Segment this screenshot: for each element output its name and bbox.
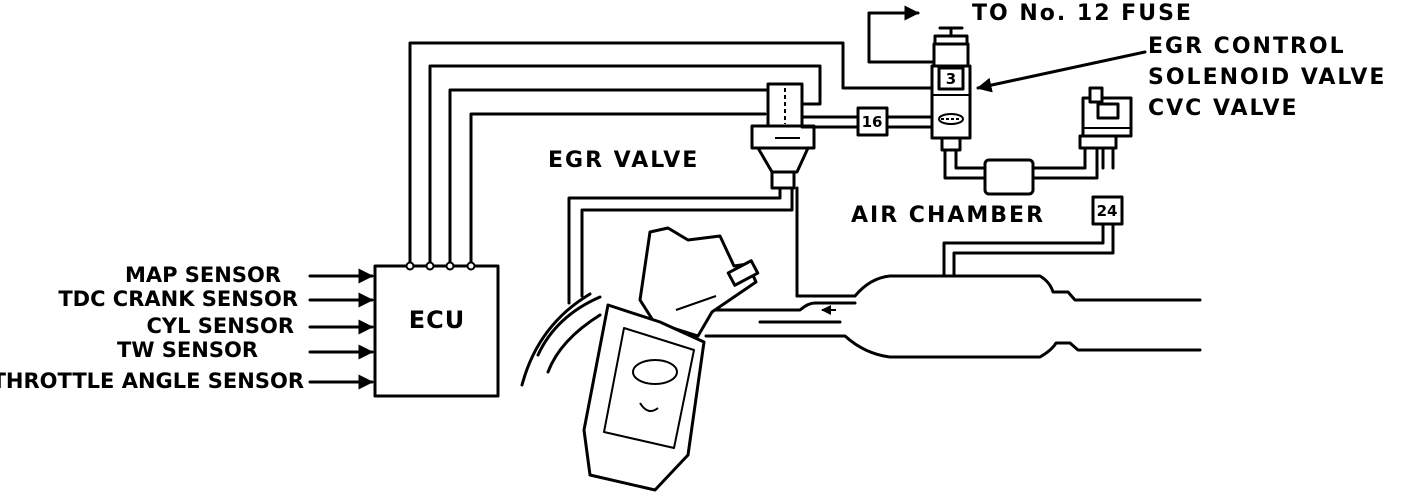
vacuum-hose-24	[942, 222, 1115, 278]
connector-3-label: 3	[946, 70, 956, 88]
intake-manifold	[704, 274, 1202, 359]
solenoid-leader-line	[976, 50, 1147, 93]
ecu-label: ECU	[409, 306, 466, 334]
egr-pipe	[567, 186, 799, 305]
hose-24-label: 24	[1097, 202, 1118, 220]
egr-valve-label: EGR VALVE	[548, 148, 699, 173]
sensor-label-tdc-crank: TDC CRANK SENSOR	[58, 287, 298, 311]
air-chamber	[983, 158, 1035, 196]
air-chamber-label: AIR CHAMBER	[851, 203, 1045, 228]
egr-valve	[750, 82, 816, 190]
sensor-label-cyl: CYL SENSOR	[146, 314, 294, 338]
hose-24-badge	[1091, 195, 1124, 226]
solenoid-valve-label: SOLENOID VALVE	[1148, 65, 1386, 90]
connector-3-badge	[937, 66, 965, 91]
ecu-box	[373, 264, 500, 398]
hose-16-badge	[856, 106, 889, 137]
sensor-input-arrows	[308, 268, 374, 390]
vacuum-hose-16	[800, 115, 937, 129]
egr-control-label: EGR CONTROL	[1148, 34, 1346, 59]
sensor-label-tw: TW SENSOR	[117, 338, 258, 362]
hose-16-label: 16	[862, 113, 883, 131]
sensor-label-throttle-angle: THROTTLE ANGLE SENSOR	[0, 369, 304, 393]
sensor-label-map: MAP SENSOR	[125, 263, 281, 287]
fuse-wire	[867, 5, 935, 64]
cvc-valve	[1078, 86, 1133, 170]
engine-cylinder	[520, 226, 760, 492]
fuse-label: TO No. 12 FUSE	[972, 1, 1193, 26]
air-chamber-lines	[943, 144, 1099, 180]
cvc-valve-label: CVC VALVE	[1148, 96, 1299, 121]
